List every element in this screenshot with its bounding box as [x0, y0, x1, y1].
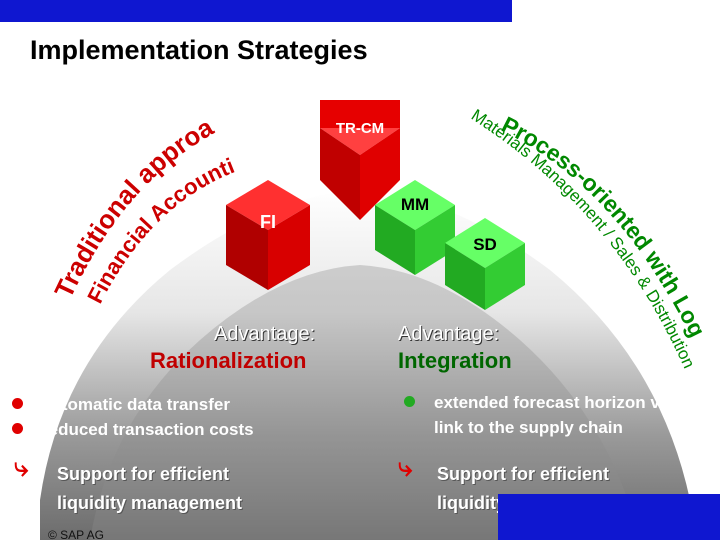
bottom-accent-bar [498, 494, 720, 540]
page-title: Implementation Strategies [30, 35, 368, 65]
cube-tr-cm: TR-CM [320, 100, 400, 220]
top-accent-bar [0, 0, 512, 22]
left-bullet-list: automatic data transfer reduced transact… [12, 392, 254, 442]
bullet-icon [12, 398, 23, 409]
cube-mm: MM [375, 180, 455, 275]
copyright-text: © SAP AG [48, 528, 104, 542]
list-item: automatic data transfer [12, 392, 254, 417]
curved-arrow-icon: ⤷ [14, 452, 29, 482]
fi-label: FI [260, 212, 276, 232]
left-advantage-label: Advantage: [214, 323, 316, 345]
bullet-icon [12, 423, 23, 434]
cube-sd: SD [445, 218, 525, 310]
right-advantage-headline: Integration [398, 348, 512, 373]
curved-arrow-icon: ⤷ [398, 452, 413, 482]
arch-inner [90, 265, 640, 540]
mm-label: MM [401, 195, 429, 214]
left-support-text: Support for efficient liquidity manageme… [57, 464, 243, 513]
list-item: extended forecast horizon via link to th… [404, 390, 704, 440]
left-advantage-headline: Rationalization [150, 348, 307, 373]
left-arc-line1: Traditional approach with [0, 0, 219, 302]
cube-fi: FI [226, 180, 310, 290]
arch-background [40, 190, 690, 540]
bullet-icon [404, 396, 415, 407]
sd-label: SD [473, 235, 497, 254]
right-advantage-label: Advantage: [398, 323, 500, 345]
left-arc-text-1: Traditional approach with [0, 0, 219, 302]
tr-cm-label: TR-CM [336, 120, 384, 137]
list-item: reduced transaction costs [12, 417, 254, 442]
right-bullet-list: extended forecast horizon via link to th… [404, 390, 704, 440]
